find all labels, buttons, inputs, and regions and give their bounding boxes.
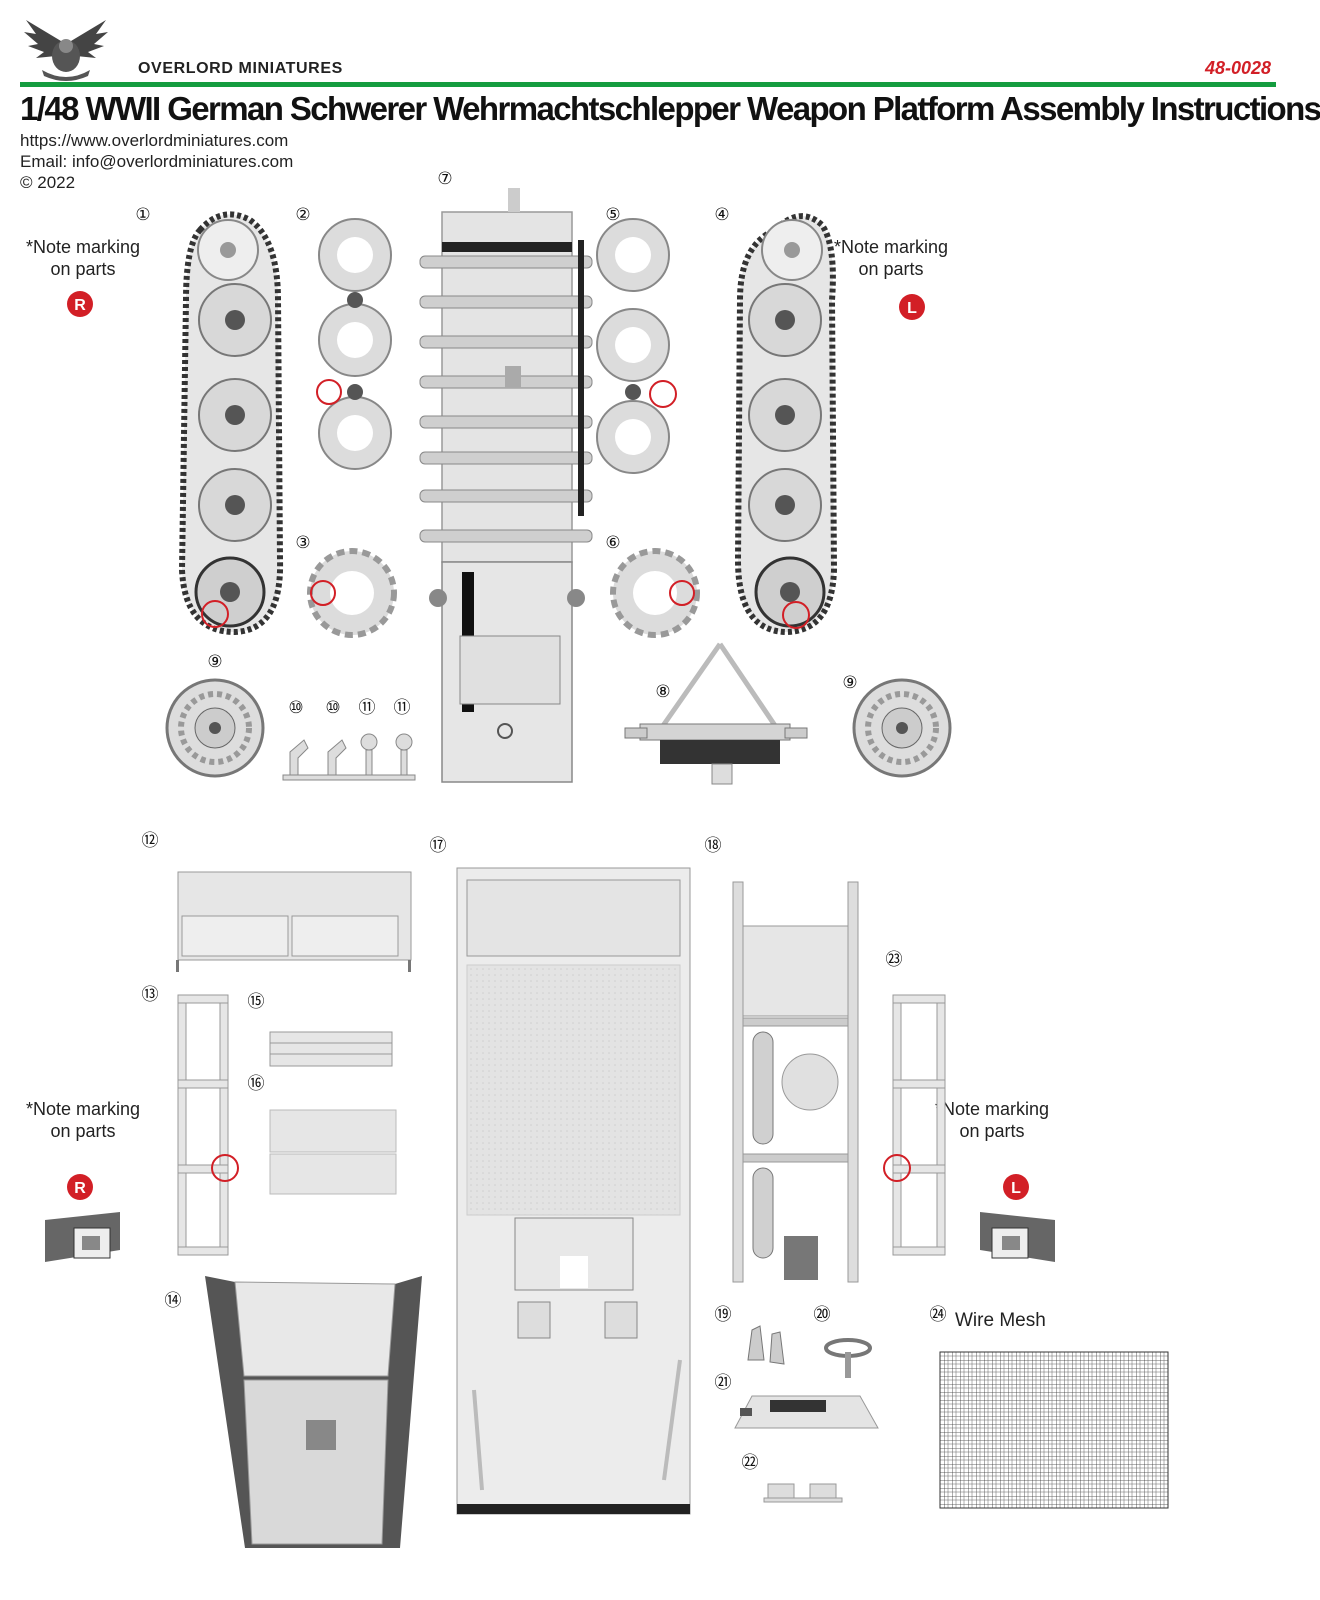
note-text: *Note marking bbox=[935, 1099, 1050, 1119]
part-number-2: ② bbox=[295, 205, 310, 225]
website-link[interactable]: https://www.overlordminiatures.com bbox=[20, 131, 289, 150]
part-number-11: ⑪ bbox=[394, 698, 411, 718]
chassis-lower bbox=[732, 881, 859, 1283]
svg-text:L: L bbox=[1011, 1180, 1021, 1197]
cargo-platform bbox=[456, 867, 691, 1515]
side-frame-left bbox=[883, 994, 946, 1256]
part-number-10: ⑩ bbox=[288, 698, 303, 718]
front-hull bbox=[205, 1276, 422, 1548]
track-assembly-right bbox=[178, 211, 284, 636]
part-number-11: ⑪ bbox=[359, 698, 376, 718]
part-number-23: ㉓ bbox=[886, 950, 903, 970]
note-marking-l-bottom: *Note marking on parts bbox=[935, 1098, 1049, 1142]
page-title: 1/48 WWII German Schwerer Wehrmachtschle… bbox=[20, 90, 1320, 127]
steering-wheel bbox=[824, 1338, 872, 1378]
part-number-4: ④ bbox=[714, 205, 729, 225]
part-number-1: ① bbox=[135, 205, 150, 225]
note-marking-l-top: *Note marking on parts bbox=[834, 236, 948, 280]
note-text: *Note marking bbox=[26, 1099, 141, 1119]
wheel-tire-right bbox=[165, 678, 265, 778]
part-number-6: ⑥ bbox=[605, 533, 620, 553]
part-number-24: ㉔ bbox=[930, 1305, 947, 1325]
part-number-20: ⑳ bbox=[814, 1305, 831, 1325]
wire-mesh-sheet bbox=[939, 1351, 1169, 1509]
part-number-9: ⑨ bbox=[842, 673, 857, 693]
side-frame-right bbox=[177, 994, 239, 1256]
part-number-9: ⑨ bbox=[207, 652, 222, 672]
sprocket-left bbox=[610, 548, 700, 638]
note-text: on parts bbox=[50, 259, 116, 279]
part-number-3: ③ bbox=[295, 533, 310, 553]
control-levers bbox=[747, 1325, 785, 1365]
rear-panel bbox=[176, 871, 412, 972]
floor-plates bbox=[269, 1109, 397, 1195]
note-text: *Note marking bbox=[834, 237, 949, 257]
part-number-5: ⑤ bbox=[605, 205, 620, 225]
part-number-13: ⑬ bbox=[142, 985, 159, 1005]
wheel-tire-left bbox=[852, 678, 952, 778]
note-text: on parts bbox=[858, 259, 924, 279]
copyright-text: © 2022 bbox=[20, 173, 76, 192]
part-number-21: ㉑ bbox=[715, 1373, 732, 1393]
front-axle bbox=[624, 642, 808, 785]
email-text: Email: info@overlordminiatures.com bbox=[20, 152, 294, 171]
part-number-14: ⑭ bbox=[165, 1291, 182, 1311]
part-number-10: ⑩ bbox=[325, 698, 340, 718]
bench-slats bbox=[269, 1031, 393, 1067]
brand-name: OVERLORD MINIATURES bbox=[138, 60, 343, 77]
part-number-15: ⑮ bbox=[248, 992, 265, 1012]
part-number-22: ㉒ bbox=[742, 1453, 759, 1473]
svg-text:R: R bbox=[74, 297, 86, 314]
note-marking-r-bottom: *Note marking on parts bbox=[26, 1098, 140, 1142]
sprocket-right bbox=[307, 548, 397, 638]
product-code: 48-0028 bbox=[1204, 58, 1271, 78]
part-number-7: ⑦ bbox=[437, 169, 452, 189]
eagle-logo-icon bbox=[24, 20, 108, 81]
track-assembly-left bbox=[734, 213, 838, 636]
part-number-18: ⑱ bbox=[705, 836, 722, 856]
chassis-frame bbox=[419, 188, 593, 783]
marking-badge-l: L bbox=[899, 294, 925, 320]
marking-badge-r: R bbox=[67, 291, 93, 317]
svg-text:R: R bbox=[74, 1180, 86, 1197]
marking-badge-l: L bbox=[1003, 1174, 1029, 1200]
road-wheel-set-left bbox=[596, 218, 677, 474]
part-number-19: ⑲ bbox=[715, 1305, 732, 1325]
marking-detail-r bbox=[45, 1212, 120, 1262]
note-text: *Note marking bbox=[26, 237, 141, 257]
small-brackets bbox=[763, 1483, 843, 1503]
part-number-12: ⑫ bbox=[142, 831, 159, 851]
part-number-17: ⑰ bbox=[430, 836, 447, 856]
parts-illustration: R L R L ① ② ③ ④ ⑤ ⑥ ⑦ ⑧ ⑨ ⑨ ⑩ ⑩ ⑪ ⑪ ⑫ ⑬ … bbox=[45, 169, 1169, 1548]
wire-mesh-label: Wire Mesh bbox=[955, 1310, 1046, 1331]
header-divider bbox=[20, 82, 1276, 87]
note-marking-r-top: *Note marking on parts bbox=[26, 236, 140, 280]
road-wheel-set-right bbox=[316, 218, 392, 470]
part-number-8: ⑧ bbox=[655, 682, 670, 702]
small-parts-sprue bbox=[282, 733, 416, 781]
part-number-16: ⑯ bbox=[248, 1074, 265, 1094]
note-text: on parts bbox=[50, 1121, 116, 1141]
dashboard-panel bbox=[734, 1395, 879, 1429]
marking-detail-l bbox=[980, 1212, 1055, 1262]
marking-badge-r: R bbox=[67, 1174, 93, 1200]
svg-text:L: L bbox=[907, 300, 917, 317]
note-text: on parts bbox=[959, 1121, 1025, 1141]
